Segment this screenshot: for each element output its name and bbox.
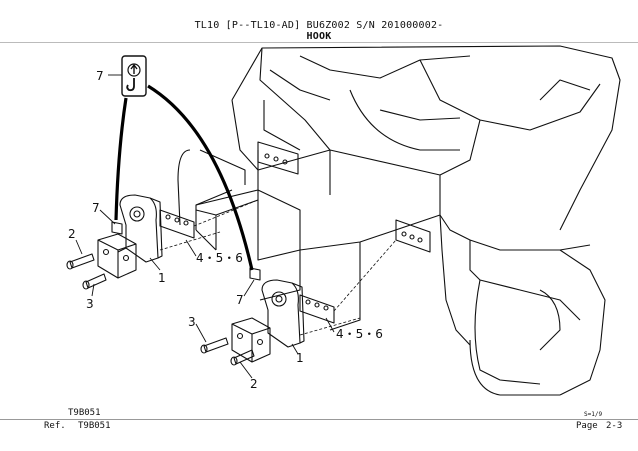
mount-plate-upper	[257, 141, 299, 175]
hook-sign-icon	[121, 55, 147, 97]
callout-left-bolt-a: 2	[68, 227, 76, 241]
callout-right-bolt-a: 3	[188, 315, 196, 329]
left-hook-block	[97, 233, 137, 279]
callout-right-bracket: 1	[296, 351, 304, 365]
page-number: 2-3	[606, 421, 623, 431]
page-title: TL10 [P--TL10-AD] BU6Z002 S/N 201000002-	[194, 20, 444, 31]
section-title: HOOK	[306, 31, 332, 42]
callout-left-bolt-b: 3	[86, 297, 94, 311]
callout-right-shims: 4・5・6	[336, 327, 383, 341]
ref-label: Ref.	[44, 421, 66, 431]
right-hook-block	[231, 317, 271, 363]
guide-lines	[159, 199, 397, 336]
right-bolt-lower	[230, 349, 255, 366]
left-bolt-upper	[66, 253, 95, 270]
right-shim-plate	[299, 294, 335, 324]
drawing-code: T9B051	[68, 408, 101, 418]
right-hook-bracket	[261, 279, 305, 348]
callout-right-label: 7	[236, 293, 244, 307]
ref-value: T9B051	[78, 421, 111, 431]
right-label-plate	[249, 267, 261, 281]
sign-pointers	[114, 84, 254, 271]
page-label: Page	[576, 421, 598, 431]
left-shim-plate	[159, 209, 195, 239]
callout-left-bracket: 1	[158, 271, 166, 285]
callout-hook-sign: 7	[96, 69, 104, 83]
mount-plate-lower	[395, 219, 431, 253]
left-hook-bracket	[117, 194, 163, 263]
header-rule	[0, 42, 638, 43]
callout-left-shims: 4・5・6	[196, 251, 243, 265]
right-bolt-upper	[200, 337, 229, 354]
scale-label: S=1/9	[584, 411, 603, 418]
callout-left-label: 7	[92, 201, 100, 215]
machine-frame	[177, 45, 621, 396]
left-bolt-lower	[82, 273, 107, 290]
leader-lines	[75, 74, 335, 379]
footer-rule	[0, 419, 638, 420]
callout-right-bolt-b: 2	[250, 377, 258, 391]
left-label-plate	[111, 221, 123, 235]
